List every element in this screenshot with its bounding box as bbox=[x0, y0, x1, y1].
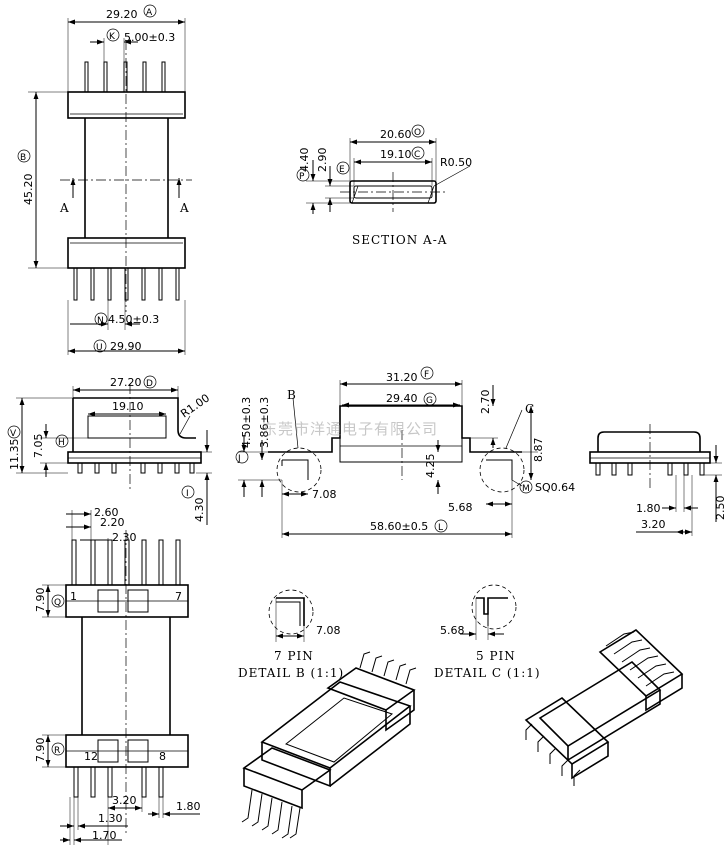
dim-bottom-bot3: 1.30 bbox=[98, 812, 123, 825]
svg-text:A: A bbox=[146, 8, 153, 18]
end-view: 1.80 3.20 2.50 bbox=[589, 424, 727, 536]
svg-text:G: G bbox=[426, 396, 433, 406]
dim-front-mid-height: 4.25 bbox=[424, 454, 437, 479]
section-mark-right: A bbox=[179, 201, 190, 215]
dim-front-left-h1: 4.50±0.3 bbox=[240, 397, 253, 448]
iso-right-pins-top bbox=[605, 631, 675, 687]
dim-front-pin-square: SQ0.64 bbox=[535, 481, 575, 494]
dim-section-inner-height: 2.90 bbox=[316, 148, 329, 173]
dim-end-pin-a: 1.80 bbox=[636, 502, 661, 515]
side-view: 27.20 D 19.10 R1.00 V 11.35 H 7.05 I 4.3… bbox=[7, 375, 212, 525]
svg-text:M: M bbox=[522, 484, 530, 494]
top-pins bbox=[84, 61, 166, 93]
detail-b-dim: 7.08 bbox=[316, 624, 341, 637]
dim-front-detail-b: 7.08 bbox=[312, 488, 337, 501]
dim-front-right-height: 8.87 bbox=[532, 438, 545, 463]
svg-text:O: O bbox=[414, 128, 421, 138]
dim-pin-spacing: 4.50±0.3 bbox=[108, 313, 159, 326]
svg-text:C: C bbox=[414, 150, 420, 160]
front-view: B C 31.20 F 29.40 G 2.70 J 4.50±0.3 3.86… bbox=[235, 366, 575, 538]
svg-text:J: J bbox=[237, 454, 241, 464]
dim-side-total-height: 11.35 bbox=[8, 439, 21, 471]
svg-text:R: R bbox=[54, 746, 60, 756]
dim-front-overall: 58.60±0.5 bbox=[370, 520, 428, 533]
side-pins bbox=[77, 463, 195, 474]
detail-c-dim: 5.68 bbox=[440, 624, 465, 637]
svg-text:L: L bbox=[438, 523, 443, 533]
dim-top-height: 45.20 bbox=[22, 174, 35, 206]
detail-b-circle bbox=[276, 447, 322, 493]
dim-top-width: 29.20 bbox=[106, 8, 138, 21]
svg-text:E: E bbox=[339, 165, 345, 175]
pin-label-8: 8 bbox=[159, 750, 166, 763]
detail-b: 7.08 7 PIN DETAIL B (1:1) bbox=[238, 589, 344, 680]
dim-front-left-h2: 3.86±0.3 bbox=[258, 397, 271, 448]
detail-c: 5.68 5 PIN DETAIL C (1:1) bbox=[434, 584, 541, 680]
dim-front-top-length: 31.20 bbox=[386, 371, 418, 384]
section-a-a: 20.60 O 19.10 C R0.50 P 4.40 E 2.90 SECT… bbox=[296, 124, 472, 247]
detail-c-pins: 5 PIN bbox=[476, 649, 516, 663]
svg-text:K: K bbox=[109, 32, 116, 42]
dim-side-top-width: 27.20 bbox=[110, 376, 142, 389]
dim-side-radius: R1.00 bbox=[178, 391, 212, 420]
svg-text:I: I bbox=[186, 489, 189, 499]
iso-left-pins-front bbox=[241, 789, 301, 839]
bottom-view: 1 7 12 8 2.60 2.20 2.30 Q 7.90 R 7.90 3.… bbox=[34, 506, 201, 845]
dim-end-pin-length: 2.50 bbox=[714, 496, 727, 521]
dim-front-inner-length: 29.40 bbox=[386, 392, 418, 405]
dim-bottom-top1: 2.60 bbox=[94, 506, 119, 519]
detail-c-circle bbox=[479, 447, 525, 493]
iso-left-pins-back bbox=[359, 651, 417, 685]
section-title: SECTION A-A bbox=[352, 233, 447, 247]
dim-bottom-flange-h2: 7.90 bbox=[34, 738, 47, 763]
isometric-view-left bbox=[241, 651, 417, 839]
dim-end-pin-b: 3.20 bbox=[641, 518, 666, 531]
dim-bottom-top3: 2.30 bbox=[112, 531, 137, 544]
isometric-view-right bbox=[524, 628, 684, 786]
dim-bottom-bot2: 1.80 bbox=[176, 800, 201, 813]
dim-section-inner-width: 19.10 bbox=[380, 148, 412, 161]
top-view: A A 29.20 A K 5.00±0.3 B 45.20 N 4.50±0.… bbox=[17, 4, 192, 355]
detail-c-title: DETAIL C (1:1) bbox=[434, 666, 541, 680]
pin-label-7: 7 bbox=[175, 590, 182, 603]
dim-section-radius: R0.50 bbox=[440, 156, 472, 169]
svg-text:P: P bbox=[299, 172, 305, 182]
dim-front-step: 2.70 bbox=[479, 390, 492, 415]
dim-pin-pitch: 5.00±0.3 bbox=[124, 31, 175, 44]
watermark: 东莞市洋通电子有限公司 bbox=[262, 420, 438, 438]
dim-section-outer-width: 20.60 bbox=[380, 128, 412, 141]
svg-text:B: B bbox=[20, 153, 26, 163]
svg-text:Q: Q bbox=[54, 598, 61, 608]
pin-label-12: 12 bbox=[84, 750, 98, 763]
dim-bottom-bot1: 3.20 bbox=[112, 794, 137, 807]
dim-base-width: 29.90 bbox=[110, 340, 142, 353]
bottom-pins bbox=[73, 267, 180, 301]
detail-b-pins: 7 PIN bbox=[274, 649, 314, 663]
pin-label-1: 1 bbox=[70, 590, 77, 603]
dim-bottom-bot4: 1.70 bbox=[92, 829, 117, 842]
detail-c-mark: C bbox=[525, 402, 535, 416]
section-hatch bbox=[351, 185, 435, 204]
dim-bottom-flange-h1: 7.90 bbox=[34, 588, 47, 613]
svg-text:V: V bbox=[10, 429, 17, 439]
svg-text:U: U bbox=[96, 343, 103, 353]
dim-front-detail-c: 5.68 bbox=[448, 501, 473, 514]
svg-text:D: D bbox=[146, 379, 153, 389]
dim-bottom-top2: 2.20 bbox=[100, 516, 125, 529]
svg-text:N: N bbox=[97, 316, 104, 326]
detail-b-title: DETAIL B (1:1) bbox=[238, 666, 344, 680]
iso-right-pins-bottom bbox=[525, 723, 581, 786]
dim-side-inner-width: 19.10 bbox=[112, 400, 144, 413]
section-mark-left: A bbox=[59, 201, 70, 215]
svg-text:F: F bbox=[424, 370, 429, 380]
dim-side-pin-length: 4.30 bbox=[193, 498, 206, 523]
svg-text:H: H bbox=[58, 438, 65, 448]
detail-b-mark: B bbox=[287, 388, 297, 402]
end-pins bbox=[595, 463, 705, 476]
dim-side-flange-height: 7.05 bbox=[32, 434, 45, 459]
dim-section-outer-height: 4.40 bbox=[298, 148, 311, 173]
bottom-view-bottom-pins bbox=[73, 766, 164, 798]
